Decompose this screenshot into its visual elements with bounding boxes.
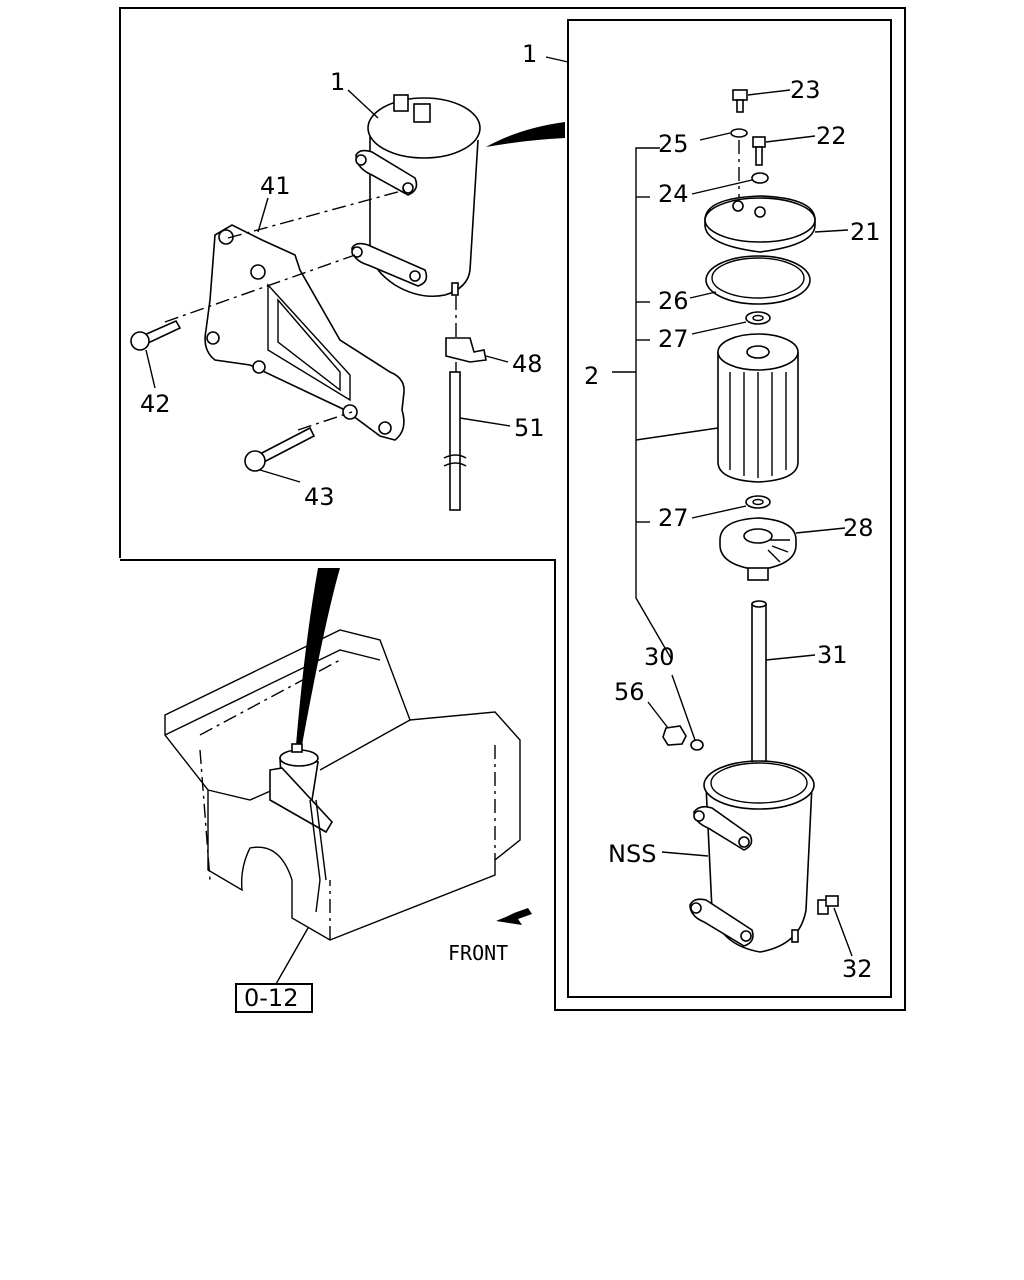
callout-56: 56 [614,678,645,706]
callout-1-upper: 1 [330,68,345,96]
callout-24: 24 [658,180,689,208]
callout-27-lower: 27 [658,504,689,532]
callout-labels: 1 1 41 42 43 48 51 23 22 25 24 21 26 27 … [140,40,881,1012]
callout-43: 43 [304,483,335,511]
callout-26: 26 [658,287,689,315]
callout-22: 22 [816,122,847,150]
callout-48: 48 [512,350,543,378]
callout-27-upper: 27 [658,325,689,353]
leader-lines [145,89,511,483]
callout-31: 31 [817,641,848,669]
front-label: FRONT [448,941,508,965]
callout-41: 41 [260,172,291,200]
callout-21: 21 [850,218,881,246]
engine-location-view [164,568,532,1013]
callout-1-right: 1 [522,40,537,68]
callout-23: 23 [790,76,821,104]
filter-assembly-detail [130,94,565,511]
callout-25: 25 [658,130,689,158]
callout-51: 51 [514,414,545,442]
reference-box-label: 0-12 [244,984,298,1012]
callout-28: 28 [843,514,874,542]
diagram-frames [119,7,906,1011]
exploded-filter-view [545,56,853,957]
callout-30: 30 [644,643,675,671]
callout-nss: NSS [608,840,656,868]
callout-42: 42 [140,390,171,418]
callout-2: 2 [584,362,599,390]
callout-32: 32 [842,955,873,983]
